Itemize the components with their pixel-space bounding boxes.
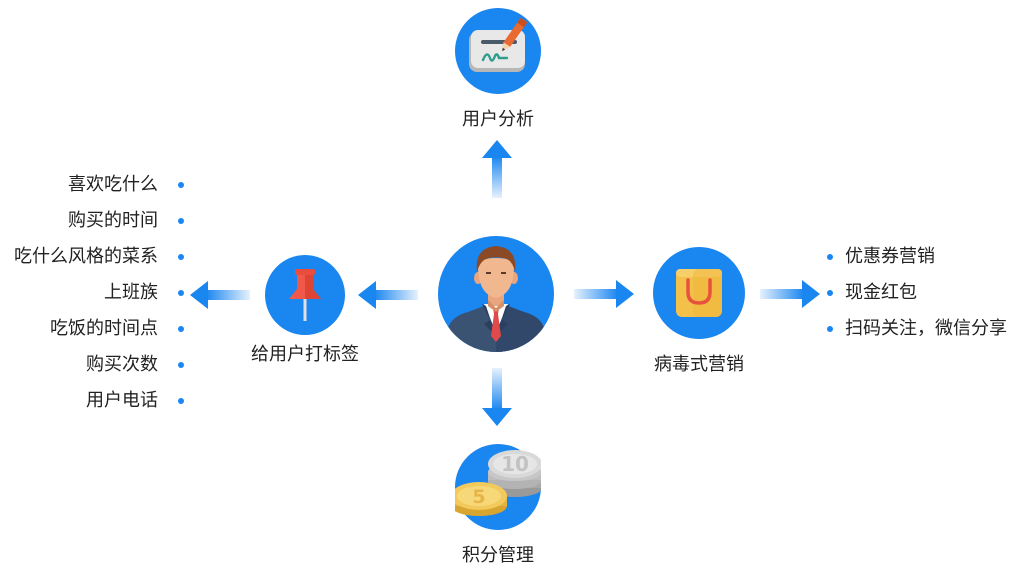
viral-marketing-label: 病毒式营销	[654, 354, 744, 375]
points-label: 积分管理	[462, 545, 534, 566]
user-tag-list: 喜欢吃什么 购买的时间 吃什么风格的菜系 上班族 吃饭的时间点 购买次数 用户电…	[0, 174, 184, 412]
bullet-dot	[178, 326, 184, 332]
bullet-dot	[178, 398, 184, 404]
coin-five-label: 5	[472, 486, 485, 508]
signed-check-icon	[469, 17, 528, 72]
coins-icon: 10 5	[455, 450, 541, 516]
bullet-dot	[178, 218, 184, 224]
bullet-dot	[827, 254, 833, 260]
bullet-dot	[827, 326, 833, 332]
bullet-dot	[178, 362, 184, 368]
arrow-right-icon	[574, 280, 634, 308]
viral-marketing-list: 优惠券营销 现金红包 扫码关注，微信分享	[827, 246, 1023, 340]
arrow-down-icon	[482, 368, 512, 426]
center-node	[438, 236, 554, 352]
arrow-up-icon	[482, 140, 512, 198]
list-item: 购买次数	[0, 354, 184, 376]
analysis-node	[455, 8, 541, 94]
list-item: 购买的时间	[0, 210, 184, 232]
list-item: 用户电话	[0, 390, 184, 412]
list-item: 扫码关注，微信分享	[827, 318, 1023, 340]
bullet-dot	[178, 182, 184, 188]
push-pin-icon	[289, 269, 321, 321]
arrow-left-icon	[190, 281, 250, 309]
points-node: 10 5	[455, 444, 541, 530]
coin-ten-label: 10	[501, 452, 529, 476]
arrow-left-icon	[358, 281, 418, 309]
list-item: 吃饭的时间点	[0, 318, 184, 340]
analysis-label: 用户分析	[462, 109, 534, 130]
viral-marketing-node	[653, 247, 745, 339]
bullet-dot	[178, 290, 184, 296]
bullet-dot	[178, 254, 184, 260]
shopping-bag-icon	[676, 269, 722, 317]
list-item: 吃什么风格的菜系	[0, 246, 184, 268]
list-item: 喜欢吃什么	[0, 174, 184, 196]
businessman-icon	[446, 246, 546, 352]
list-item: 现金红包	[827, 282, 1023, 304]
arrow-right-icon	[760, 280, 820, 308]
tag-user-label: 给用户打标签	[251, 344, 359, 365]
list-item: 上班族	[0, 282, 184, 304]
list-item: 优惠券营销	[827, 246, 1023, 268]
tag-user-node	[265, 255, 345, 335]
bullet-dot	[827, 290, 833, 296]
